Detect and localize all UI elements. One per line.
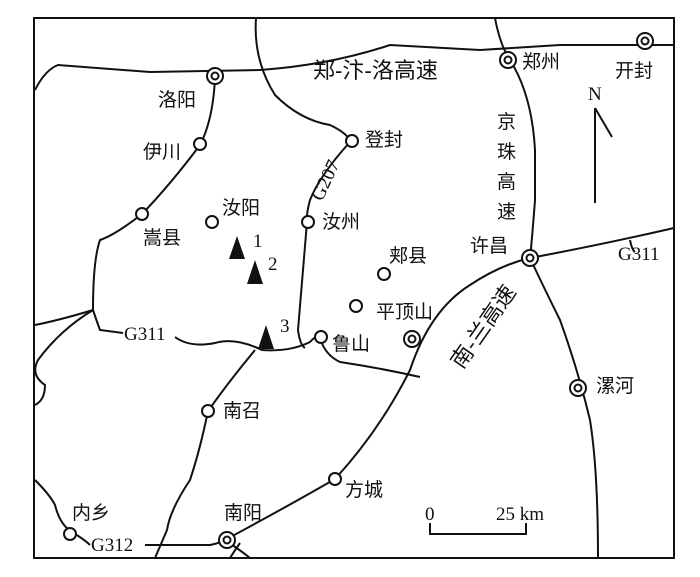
jing-zhu-char: 速 [497,201,516,223]
jing-zhu-char: 珠 [497,141,516,163]
ruzhou-label: 汝州 [322,211,360,233]
g311-west-label: G311 [124,324,166,345]
kaifeng-marker[interactable] [636,32,654,50]
zheng-bian-luo-label: 郑-汴-洛高速 [313,59,438,84]
site-1-triangle-icon[interactable] [229,236,245,259]
g207-north [254,17,351,141]
city-markers [63,32,654,549]
scale-zero-label: 0 [425,504,435,525]
lushan-marker[interactable] [314,330,328,344]
north-arrow-icon [594,107,613,203]
nanzhao-marker[interactable] [201,404,215,418]
g311-road [92,309,321,352]
lushan-east-road [319,337,421,378]
map-frame [33,17,675,559]
scale-end-label: 25 km [496,504,544,525]
jing-zhu-char: 京 [497,111,516,133]
luoyang-marker[interactable] [206,67,224,85]
scale-bar [429,523,527,535]
neixiang-marker[interactable] [63,527,77,541]
neixiang-label: 内乡 [72,502,110,524]
north-label: N [588,84,602,105]
xuchang-marker[interactable] [521,249,539,267]
site-3-label: 3 [280,316,290,337]
yichuan-marker[interactable] [193,137,207,151]
pingdingshan-label: 平顶山 [376,301,433,323]
fangcheng-marker[interactable] [328,472,342,486]
g312-label: G312 [91,535,133,556]
g311-east-label: G311 [618,244,660,265]
luohe-label: 漯河 [596,375,634,397]
site-1-label: 1 [253,231,263,252]
dengfeng-marker[interactable] [345,134,359,148]
nanzhao-label: 南召 [223,400,261,422]
nan-lan-expressway [224,227,675,541]
ruyang-marker[interactable] [205,215,219,229]
zheng-bian-luo-expressway [34,43,674,91]
lushan-label: 鲁山 [332,333,370,355]
southwest-road [34,479,73,533]
jiaxian-marker[interactable] [377,267,391,281]
site-2-triangle-icon[interactable] [247,260,263,284]
pingdingshan-small-marker[interactable] [349,299,363,313]
songxian-marker[interactable] [135,207,149,221]
luohe-marker[interactable] [569,379,587,397]
ruyang-label: 汝阳 [222,197,260,219]
ruzhou-marker[interactable] [301,215,315,229]
jing-zhu-char: 高 [497,171,516,193]
zhengzhou-label: 郑州 [522,51,560,73]
yichuan-label: 伊川 [143,141,181,163]
site-2-label: 2 [268,254,278,275]
western-road [34,309,94,406]
xuchang-label: 许昌 [470,235,508,257]
site-3-triangle-icon[interactable] [258,325,274,349]
pingdingshan-marker[interactable] [403,330,421,348]
zhengzhou-marker[interactable] [499,51,517,69]
nanzhao-road [154,349,256,559]
jiaxian-label: 郏县 [389,245,427,267]
dengfeng-label: 登封 [365,129,403,151]
nanyang-marker[interactable] [218,531,236,549]
kaifeng-label: 开封 [615,60,653,82]
g311-east-tick [629,239,636,253]
luoyang-label: 洛阳 [158,89,196,111]
jing-zhu-label: 京 珠 高 速 [497,111,516,223]
fangcheng-label: 方城 [345,479,383,501]
nanyang-label: 南阳 [224,502,262,524]
songxian-label: 嵩县 [143,227,181,249]
